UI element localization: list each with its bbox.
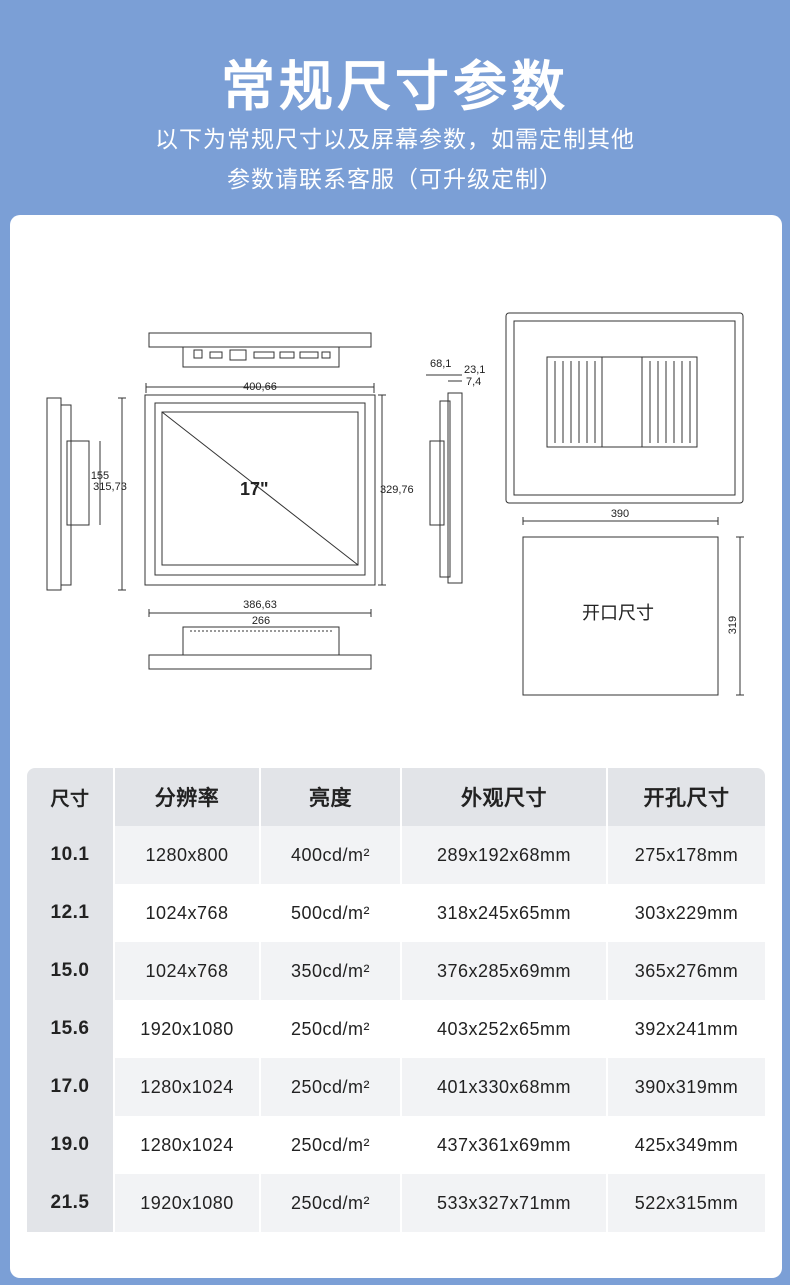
cell-dimensions: 401x330x68mm <box>402 1058 608 1116</box>
cell-dimensions: 533x327x71mm <box>402 1174 608 1232</box>
table-header-row: 尺寸 分辨率 亮度 外观尺寸 开孔尺寸 <box>27 768 765 826</box>
cell-resolution: 1024x768 <box>115 942 261 1000</box>
subtitle-line-1: 以下为常规尺寸以及屏幕参数，如需定制其他 <box>155 127 635 153</box>
cell-cutout: 392x241mm <box>608 1000 765 1058</box>
dim-bottom-width: 386,63 <box>243 599 277 611</box>
cell-brightness: 250cd/m² <box>261 1000 402 1058</box>
cell-dimensions: 376x285x69mm <box>402 942 608 1000</box>
cell-brightness: 250cd/m² <box>261 1058 402 1116</box>
cell-size: 19.0 <box>27 1116 115 1174</box>
header-size: 尺寸 <box>27 768 115 826</box>
table-row: 17.0 1280x1024 250cd/m² 401x330x68mm 390… <box>27 1058 765 1116</box>
dim-bottom-inner: 266 <box>252 615 270 627</box>
content-card: 400,66 315,73 155 329,76 386,63 266 68,1… <box>10 215 782 1278</box>
cell-brightness: 250cd/m² <box>261 1116 402 1174</box>
table-row: 15.6 1920x1080 250cd/m² 403x252x65mm 392… <box>27 1000 765 1058</box>
cell-resolution: 1280x800 <box>115 826 261 884</box>
cell-dimensions: 403x252x65mm <box>402 1000 608 1058</box>
cell-cutout: 425x349mm <box>608 1116 765 1174</box>
dim-cutout-height: 319 <box>727 616 739 634</box>
header-cutout: 开孔尺寸 <box>608 768 765 826</box>
cell-brightness: 250cd/m² <box>261 1174 402 1232</box>
cell-dimensions: 437x361x69mm <box>402 1116 608 1174</box>
back-view <box>505 312 744 504</box>
cell-resolution: 1280x1024 <box>115 1116 261 1174</box>
cell-size: 10.1 <box>27 826 115 884</box>
cell-cutout: 365x276mm <box>608 942 765 1000</box>
cell-dimensions: 289x192x68mm <box>402 826 608 884</box>
cutout-label: 开口尺寸 <box>582 603 654 624</box>
top-view <box>148 332 372 368</box>
cell-brightness: 500cd/m² <box>261 884 402 942</box>
cell-brightness: 400cd/m² <box>261 826 402 884</box>
dim-side-d2: 23,1 <box>464 364 485 376</box>
table-row: 12.1 1024x768 500cd/m² 318x245x65mm 303x… <box>27 884 765 942</box>
dim-right-height: 329,76 <box>380 484 414 496</box>
cell-size: 12.1 <box>27 884 115 942</box>
dimension-drawing: 400,66 315,73 155 329,76 386,63 266 68,1… <box>46 312 744 696</box>
dim-left-inner: 155 <box>91 470 109 482</box>
cell-size: 15.6 <box>27 1000 115 1058</box>
bottom-view <box>148 609 372 670</box>
page-title: 常规尺寸参数 <box>221 55 569 118</box>
cell-cutout: 303x229mm <box>608 884 765 942</box>
dim-left-height: 315,73 <box>93 481 127 493</box>
cell-size: 17.0 <box>27 1058 115 1116</box>
header: 常规尺寸参数 以下为常规尺寸以及屏幕参数，如需定制其他 参数请联系客服（可升级定… <box>0 0 790 215</box>
cell-resolution: 1920x1080 <box>115 1174 261 1232</box>
left-side-view <box>46 397 126 591</box>
cutout-view <box>522 517 744 696</box>
spec-table: 尺寸 分辨率 亮度 外观尺寸 开孔尺寸 10.1 1280x800 400cd/… <box>27 768 765 1232</box>
front-view <box>144 383 386 586</box>
cell-resolution: 1280x1024 <box>115 1058 261 1116</box>
cell-resolution: 1024x768 <box>115 884 261 942</box>
dim-cutout-width: 390 <box>611 508 629 520</box>
header-resolution: 分辨率 <box>115 768 261 826</box>
table-row: 15.0 1024x768 350cd/m² 376x285x69mm 365x… <box>27 942 765 1000</box>
header-dimensions: 外观尺寸 <box>402 768 608 826</box>
dim-side-depth: 68,1 <box>430 358 451 370</box>
table-row: 19.0 1280x1024 250cd/m² 437x361x69mm 425… <box>27 1116 765 1174</box>
dim-side-d3: 7,4 <box>466 376 481 388</box>
cell-dimensions: 318x245x65mm <box>402 884 608 942</box>
cell-cutout: 522x315mm <box>608 1174 765 1232</box>
dim-front-width: 400,66 <box>243 381 277 393</box>
table-row: 21.5 1920x1080 250cd/m² 533x327x71mm 522… <box>27 1174 765 1232</box>
screen-size-label: 17" <box>240 479 269 499</box>
cell-resolution: 1920x1080 <box>115 1000 261 1058</box>
cell-brightness: 350cd/m² <box>261 942 402 1000</box>
cell-cutout: 390x319mm <box>608 1058 765 1116</box>
cell-size: 21.5 <box>27 1174 115 1232</box>
header-brightness: 亮度 <box>261 768 402 826</box>
cell-cutout: 275x178mm <box>608 826 765 884</box>
cell-size: 15.0 <box>27 942 115 1000</box>
right-side-view <box>426 374 463 584</box>
subtitle-line-2: 参数请联系客服（可升级定制） <box>227 167 563 193</box>
table-row: 10.1 1280x800 400cd/m² 289x192x68mm 275x… <box>27 826 765 884</box>
